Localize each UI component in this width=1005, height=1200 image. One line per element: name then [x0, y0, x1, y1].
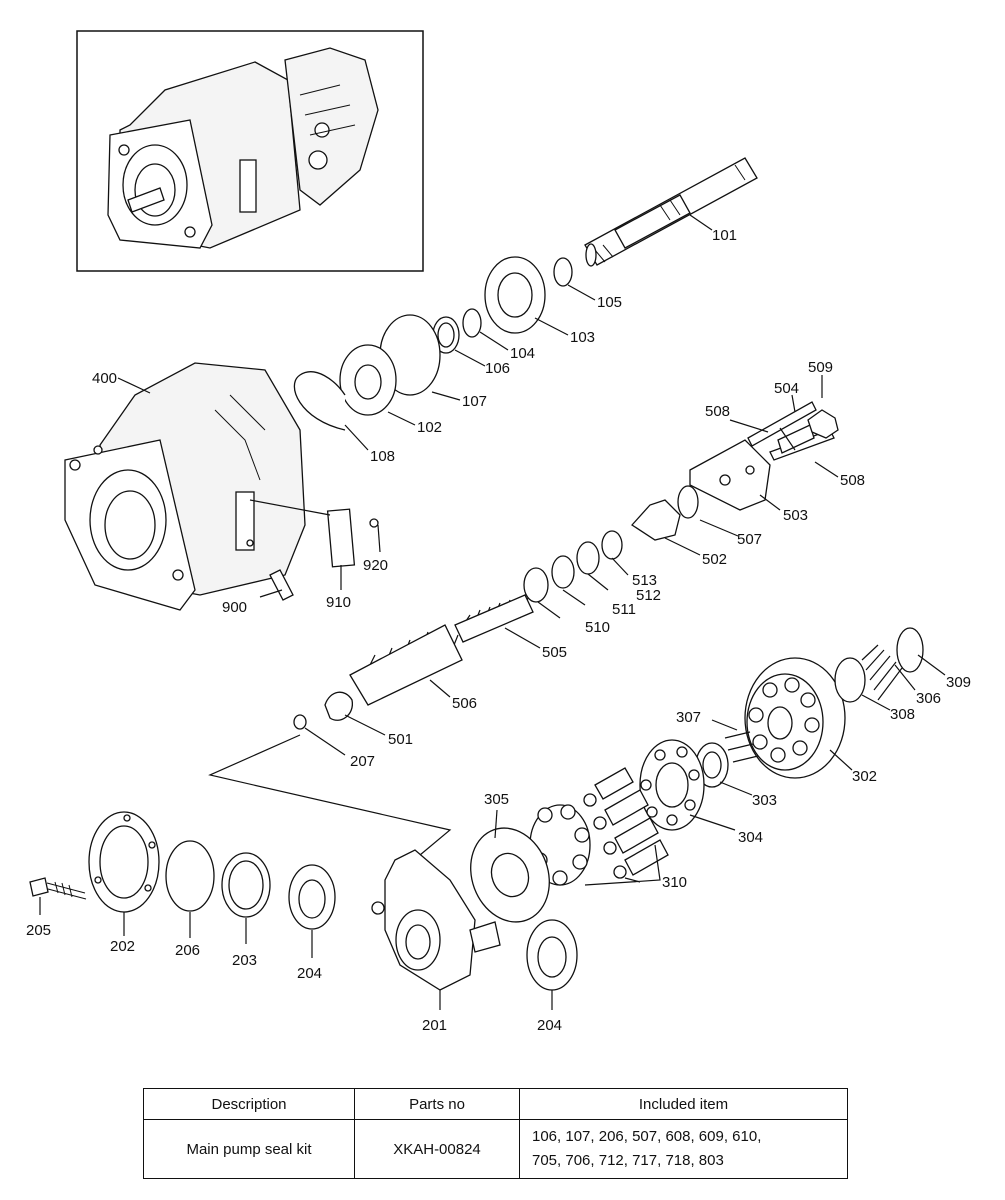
callout-303: 303 [752, 792, 777, 809]
o-ring-206 [165, 840, 215, 912]
shoe-plate-305 [470, 827, 550, 923]
assembly-overview-inset [76, 30, 424, 272]
cell-parts-no: XKAH-00824 [354, 1119, 520, 1179]
cell-included-items: 106, 107, 206, 507, 608, 609, 610, 705, … [519, 1119, 848, 1179]
callout-900: 900 [222, 599, 247, 616]
plug-207 [293, 714, 307, 730]
callout-513: 513 [632, 572, 657, 589]
callout-920: 920 [363, 557, 388, 574]
callout-205: 205 [26, 922, 51, 939]
callout-310: 310 [662, 874, 687, 891]
callout-108: 108 [370, 448, 395, 465]
callout-501: 501 [388, 731, 413, 748]
spool-502-rings [523, 485, 699, 603]
springs-505-506 [324, 594, 534, 721]
swash-plate-201 [371, 849, 501, 991]
table-header-row: Description Parts no Included item [143, 1088, 848, 1120]
callout-106: 106 [485, 360, 510, 377]
pins-307 [724, 731, 759, 763]
callout-309: 309 [946, 674, 971, 691]
spring-306-308-309 [834, 627, 924, 703]
callout-104: 104 [510, 345, 535, 362]
seal-kit-table: Description Parts no Included item Main … [143, 1088, 848, 1179]
callout-511: 511 [612, 601, 636, 618]
seal-rings [293, 257, 573, 431]
header-included-item: Included item [519, 1088, 848, 1120]
callout-506: 506 [452, 695, 477, 712]
callout-206: 206 [175, 942, 200, 959]
callout-306: 306 [916, 690, 941, 707]
exploded-parts-diagram: 101 102 103 104 105 106 107 108 201 202 … [26, 30, 971, 1034]
callout-202: 202 [110, 938, 135, 955]
header-parts-no: Parts no [354, 1088, 520, 1120]
callout-910: 910 [326, 594, 351, 611]
callout-507: 507 [737, 531, 762, 548]
callout-503: 503 [783, 507, 808, 524]
header-description: Description [143, 1088, 355, 1120]
bearing-204-right [526, 919, 578, 991]
retainer-plate-304 [639, 739, 705, 831]
callout-204-left: 204 [297, 965, 322, 982]
bolt-205 [29, 877, 87, 900]
callout-508-top: 508 [705, 403, 730, 420]
callout-400: 400 [92, 370, 117, 387]
callout-509: 509 [808, 359, 833, 376]
callout-302: 302 [852, 768, 877, 785]
leader-lines [39, 214, 946, 1010]
callout-204-right: 204 [537, 1017, 562, 1034]
included-items-line-2: 705, 706, 712, 717, 718, 803 [532, 1152, 724, 1169]
cell-description: Main pump seal kit [143, 1119, 355, 1179]
bearing-204-left [288, 864, 336, 930]
callout-102: 102 [417, 419, 442, 436]
cylinder-block-302 [744, 657, 846, 779]
callout-308: 308 [890, 706, 915, 723]
callout-107: 107 [462, 393, 487, 410]
included-items-line-1: 106, 107, 206, 507, 608, 609, 610, [532, 1128, 762, 1145]
callout-304: 304 [738, 829, 763, 846]
seal-cover-202 [88, 811, 160, 913]
callout-307: 307 [676, 709, 701, 726]
table-row: Main pump seal kit XKAH-00824 106, 107, … [143, 1119, 848, 1179]
callout-504: 504 [774, 380, 799, 397]
sensor-900-plate-910-920 [269, 508, 379, 601]
callout-510: 510 [585, 619, 610, 636]
callout-505: 505 [542, 644, 567, 661]
callout-105: 105 [597, 294, 622, 311]
callout-305: 305 [484, 791, 509, 808]
callout-201: 201 [422, 1017, 447, 1034]
oil-seal-203 [221, 852, 271, 918]
bearing-103 [484, 256, 546, 334]
callout-103: 103 [570, 329, 595, 346]
callout-labels: 101 102 103 104 105 106 107 108 201 202 … [26, 227, 971, 1034]
pump-casing-400 [64, 362, 306, 611]
callout-203: 203 [232, 952, 257, 969]
callout-101: 101 [712, 227, 737, 244]
regulator-block-503 [689, 401, 839, 511]
drive-shaft-101 [584, 157, 758, 267]
callout-512: 512 [636, 587, 661, 604]
callout-502: 502 [702, 551, 727, 568]
callout-508-right: 508 [840, 472, 865, 489]
callout-207: 207 [350, 753, 375, 770]
